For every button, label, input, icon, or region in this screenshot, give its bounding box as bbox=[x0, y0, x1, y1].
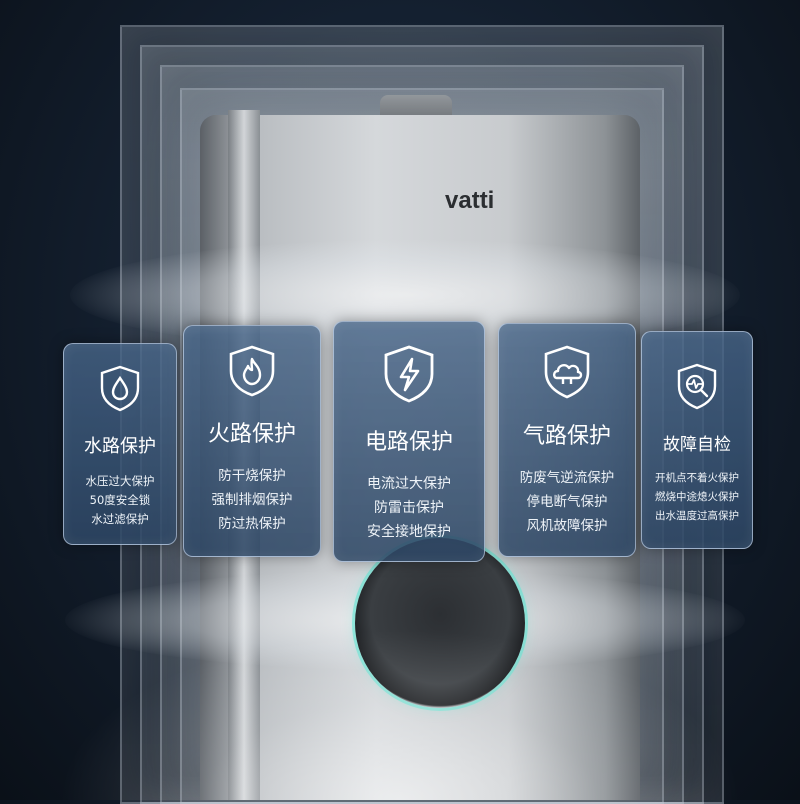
card-title: 气路保护 bbox=[522, 424, 611, 449]
card-title: 电路保护 bbox=[364, 430, 453, 455]
card-lines: 电流过大保护 防雷击保护 安全接地保护 bbox=[334, 472, 484, 544]
card-line: 安全接地保护 bbox=[367, 524, 451, 540]
water-drop-shield-icon bbox=[100, 365, 140, 412]
card-lines: 开机点不着火保护 燃烧中途熄火保护 出水温度过高保护 bbox=[642, 469, 752, 526]
light-rays bbox=[0, 600, 800, 800]
card-line: 燃烧中途熄火保护 bbox=[655, 491, 739, 503]
card-circuit-protection: 电路保护 电流过大保护 防雷击保护 安全接地保护 bbox=[333, 321, 485, 562]
card-title: 水路保护 bbox=[84, 436, 156, 457]
card-title: 火路保护 bbox=[207, 422, 296, 447]
card-line: 防废气逆流保护 bbox=[519, 470, 615, 486]
card-fault-self-check: 故障自检 开机点不着火保护 燃烧中途熄火保护 出水温度过高保护 bbox=[641, 331, 753, 549]
cloud-shield-icon bbox=[544, 345, 590, 399]
card-fire-protection: 火路保护 防干烧保护 强制排烟保护 防过热保护 bbox=[183, 325, 321, 557]
card-line: 强制排烟保护 bbox=[211, 492, 293, 508]
card-gas-protection: 气路保护 防废气逆流保护 停电断气保护 风机故障保护 bbox=[498, 323, 636, 557]
card-lines: 防干烧保护 强制排烟保护 防过热保护 bbox=[184, 464, 320, 536]
lightning-shield-icon bbox=[384, 345, 434, 403]
card-line: 水过滤保护 bbox=[91, 512, 149, 526]
card-title: 故障自检 bbox=[663, 435, 731, 455]
card-line: 出水温度过高保护 bbox=[655, 510, 739, 522]
brand-logo: vatti bbox=[445, 187, 495, 214]
card-line: 停电断气保护 bbox=[526, 494, 608, 510]
card-line: 水压过大保护 bbox=[85, 474, 155, 488]
card-line: 风机故障保护 bbox=[526, 518, 608, 534]
card-line: 电流过大保护 bbox=[367, 476, 451, 492]
card-lines: 防废气逆流保护 停电断气保护 风机故障保护 bbox=[499, 466, 635, 538]
flame-shield-icon bbox=[229, 345, 275, 397]
pulse-magnifier-shield-icon bbox=[677, 363, 717, 410]
card-line: 50度安全锁 bbox=[89, 493, 151, 507]
card-line: 防干烧保护 bbox=[218, 468, 286, 484]
card-line: 防过热保护 bbox=[218, 516, 286, 532]
card-line: 防雷击保护 bbox=[374, 500, 444, 516]
card-lines: 水压过大保护 50度安全锁 水过滤保护 bbox=[64, 472, 176, 529]
card-water-protection: 水路保护 水压过大保护 50度安全锁 水过滤保护 bbox=[63, 343, 177, 545]
card-line: 开机点不着火保护 bbox=[655, 472, 739, 484]
